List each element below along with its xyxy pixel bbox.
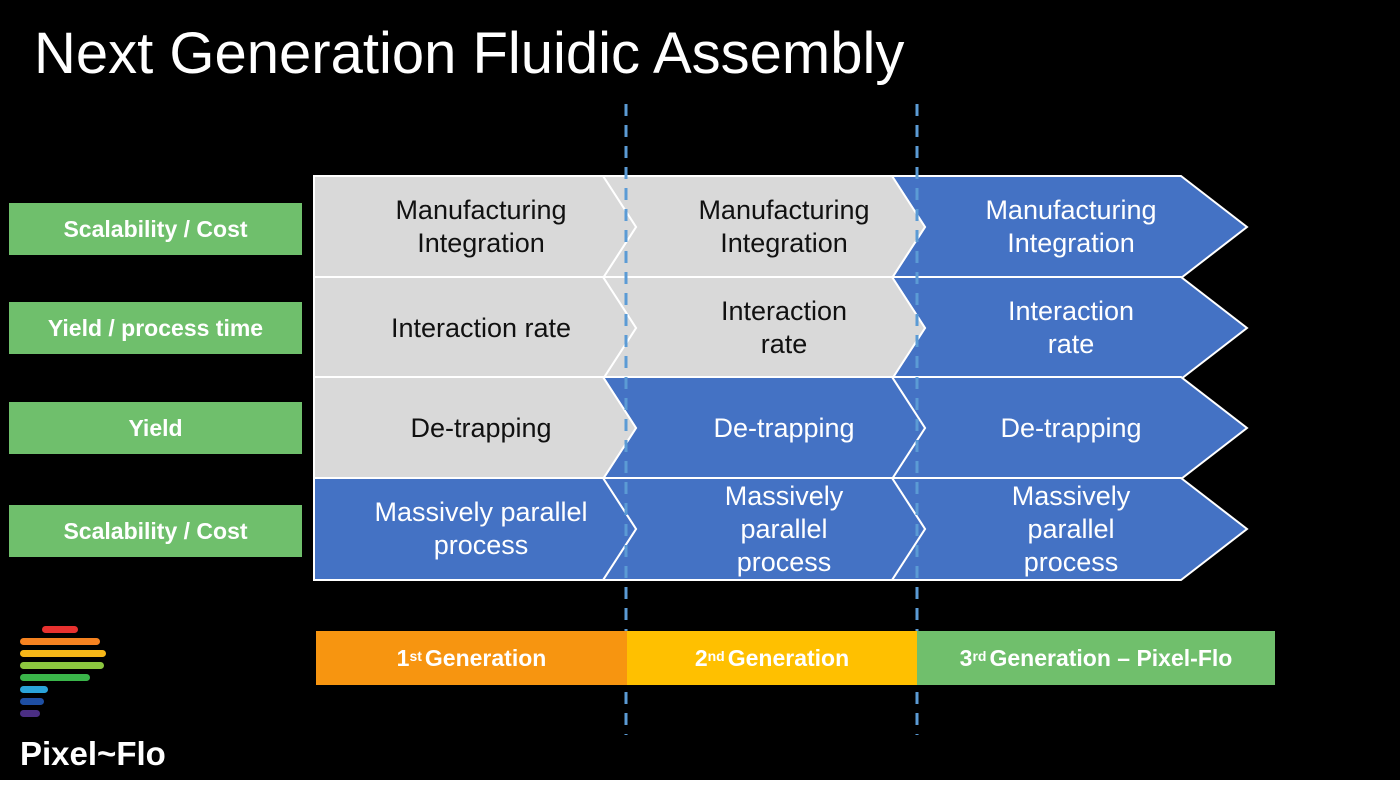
logo-stripe: [20, 674, 90, 681]
chevron-cell: [313, 276, 638, 380]
logo-stripe: [20, 710, 40, 717]
cell-text: Massively parallel process: [1011, 480, 1131, 577]
chevron-cell: [313, 376, 638, 480]
generation-ordinal: st: [409, 648, 422, 664]
row-label: Scalability / Cost: [9, 505, 302, 557]
slide-title: Next Generation Fluidic Assembly: [34, 21, 905, 86]
cell-text: Interaction rate: [390, 312, 572, 343]
logo-stripe: [20, 650, 106, 657]
cell-text: De-trapping: [1000, 412, 1142, 443]
generation-ordinal: nd: [707, 648, 725, 664]
cell-text: Massively parallel process: [724, 480, 844, 577]
cell-text: Massively parallel process: [374, 497, 588, 560]
generation-number: 1: [396, 644, 410, 671]
cell-text: Interaction rate: [720, 296, 848, 359]
row-label: Scalability / Cost: [9, 203, 302, 255]
logo-stripe: [42, 626, 78, 633]
generation-number: 2: [694, 644, 708, 671]
row-label: Yield: [9, 402, 302, 454]
row-label: Yield / process time: [9, 302, 302, 354]
logo-stripe: [20, 686, 48, 693]
generation-label: Generation: [424, 644, 547, 671]
chevron-cell: [313, 477, 638, 581]
cell-text: De-trapping: [713, 412, 855, 443]
generation-label: Generation: [727, 644, 850, 671]
logo-stripe: [20, 638, 100, 645]
cell-text: De-trapping: [410, 412, 552, 443]
pixel-flo-logo-icon: [20, 626, 106, 717]
generation-number: 3: [959, 644, 973, 671]
logo-text: Pixel~Flo: [20, 735, 166, 772]
logo-stripe: [20, 698, 44, 705]
cell-text: Manufacturing Integration: [395, 195, 567, 258]
chevron-cell: [313, 175, 638, 279]
cell-text: Manufacturing Integration: [698, 195, 870, 258]
generation-label: Generation – Pixel-Flo: [989, 644, 1233, 671]
logo-stripe: [20, 662, 104, 669]
cell-text: Manufacturing Integration: [985, 195, 1157, 258]
generation-ordinal: rd: [972, 648, 987, 664]
cell-text: Interaction rate: [1007, 296, 1135, 359]
